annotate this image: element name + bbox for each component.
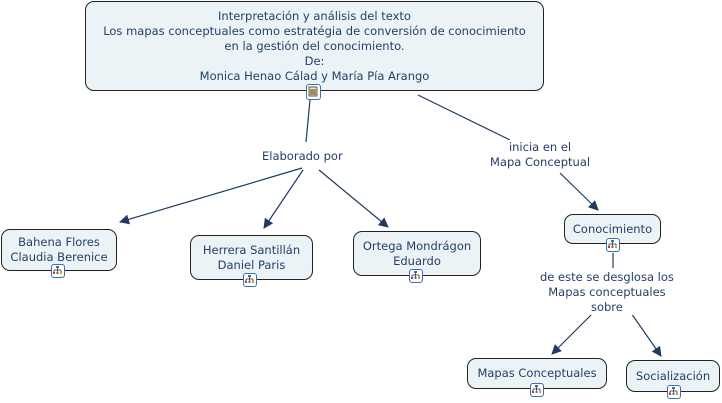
concept-line: Conocimiento <box>572 221 653 236</box>
link-label-inicia: inicia en el Mapa Conceptual <box>490 140 591 170</box>
link-arrow <box>551 312 594 355</box>
link-line <box>305 99 311 143</box>
link-arrow <box>119 167 303 225</box>
cmap-hierarchy-icon[interactable] <box>51 264 65 278</box>
concept-line: Herrera Santillán <box>202 242 301 257</box>
cmap-hierarchy-icon[interactable] <box>243 273 257 287</box>
cmap-hierarchy-icon[interactable] <box>530 383 544 397</box>
concept-line: Mapas Conceptuales <box>477 366 597 380</box>
concept-line: Daniel Paris <box>217 257 286 272</box>
cmap-hierarchy-icon[interactable] <box>409 269 423 283</box>
label-line: inicia en el <box>508 140 572 154</box>
label-line: Mapa Conceptual <box>490 155 591 169</box>
label-line: Mapas conceptuales <box>548 285 666 299</box>
label-line: sobre <box>590 300 623 314</box>
link-line <box>417 94 511 141</box>
label-line: de este se desglosa los <box>540 270 674 284</box>
link-arrow <box>630 312 662 357</box>
title-line: Monica Henao Cálad y María Pía Arango <box>199 68 430 83</box>
link-arrow <box>318 169 389 228</box>
title-line: De: <box>304 53 325 68</box>
concept-ortega[interactable]: Ortega Mondrágon Eduardo <box>353 231 481 276</box>
link-arrow <box>263 169 304 229</box>
title-line: Interpretación y análisis del texto <box>218 8 411 23</box>
concept-line: Socialización <box>635 368 711 383</box>
title-line: Los mapas conceptuales como estratégia d… <box>103 23 526 38</box>
concept-line: Eduardo <box>393 253 441 268</box>
cmap-hierarchy-icon[interactable] <box>606 238 620 252</box>
link-label-desglosa: de este se desglosa los Mapas conceptual… <box>540 270 674 315</box>
link-label-elaborado: Elaborado por <box>262 149 343 164</box>
title-line: en la gestión del conocimiento. <box>224 38 405 53</box>
concept-conocimiento[interactable]: Conocimiento <box>564 214 661 244</box>
title-concept[interactable]: Interpretación y análisis del texto Los … <box>85 1 544 91</box>
concept-line: Ortega Mondrágon <box>362 238 472 253</box>
concept-line: Bahena Flores <box>18 235 100 249</box>
cmap-hierarchy-icon[interactable] <box>667 385 681 399</box>
document-icon[interactable] <box>306 84 321 100</box>
concept-herrera[interactable]: Herrera Santillán Daniel Paris <box>190 235 313 280</box>
concept-line: Claudia Berenice <box>10 250 108 264</box>
link-arrow <box>559 172 599 211</box>
